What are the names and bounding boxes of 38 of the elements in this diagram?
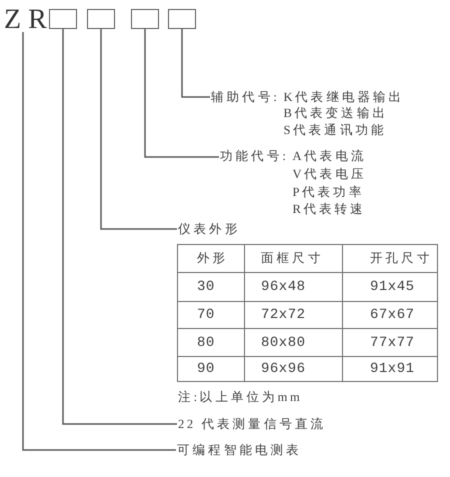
code-option: K代表继电器输出 bbox=[283, 88, 404, 106]
leader-line bbox=[100, 29, 177, 230]
code-option: A代表电流 bbox=[292, 148, 367, 166]
table-cell: 67x67 bbox=[343, 302, 438, 329]
table-cell: 70 bbox=[177, 302, 245, 329]
leader-line bbox=[181, 29, 210, 98]
table-cell: 91x45 bbox=[343, 273, 438, 302]
code-option: S代表通讯功能 bbox=[283, 122, 404, 138]
header-cell: 外形 bbox=[177, 244, 245, 273]
code-option: P代表功率 bbox=[292, 184, 367, 202]
leader-line bbox=[22, 32, 176, 451]
table-cell: 96x48 bbox=[245, 273, 343, 302]
header-cell: 开孔尺寸 bbox=[343, 244, 438, 273]
table-cell: 80 bbox=[177, 329, 245, 357]
code-heading: 辅助代号: bbox=[211, 88, 280, 106]
description-text: 可编程智能电测表 bbox=[177, 442, 302, 458]
model-code: ZR bbox=[4, 8, 54, 32]
table-cell: 77x77 bbox=[343, 329, 438, 357]
section-heading: 仪表外形 bbox=[178, 221, 240, 237]
blank-box bbox=[131, 9, 159, 29]
code-heading: 功能代号: bbox=[220, 148, 288, 166]
leader-line bbox=[144, 29, 219, 158]
code-option: R代表转速 bbox=[292, 201, 367, 219]
table-cell: 90 bbox=[177, 357, 245, 382]
header-cell: 面框尺寸 bbox=[245, 244, 343, 273]
table-cell: 80x80 bbox=[245, 329, 343, 357]
table-cell: 72x72 bbox=[245, 302, 343, 329]
footnote: 注:以上单位为mm bbox=[178, 389, 302, 405]
table-cell: 91x91 bbox=[343, 357, 438, 382]
code-option: V代表电压 bbox=[292, 166, 367, 184]
blank-box bbox=[49, 9, 77, 29]
description-text: 22 代表测量信号直流 bbox=[178, 416, 326, 432]
leader-line bbox=[62, 29, 177, 425]
blank-box bbox=[168, 9, 196, 29]
table-cell: 96x96 bbox=[245, 357, 343, 382]
table-cell: 30 bbox=[177, 273, 245, 302]
code-option: B代表变送输出 bbox=[283, 105, 404, 122]
blank-box bbox=[87, 9, 115, 29]
